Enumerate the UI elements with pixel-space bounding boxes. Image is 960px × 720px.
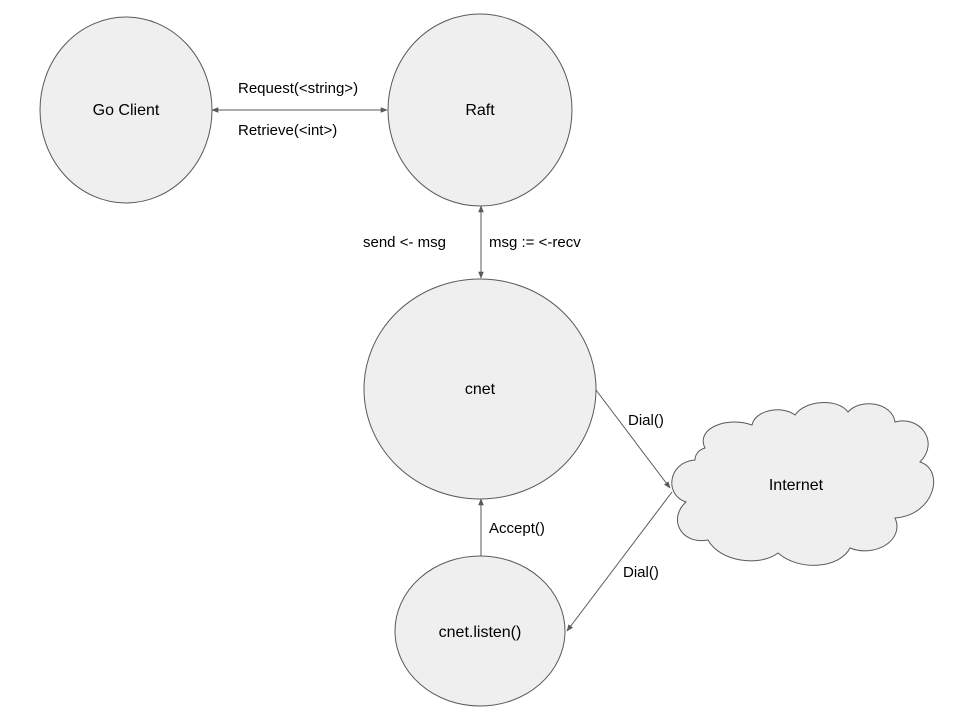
- node-cnet-listen-label: cnet.listen(): [439, 624, 522, 641]
- edge-cnet-internet: [595, 389, 671, 489]
- node-internet-label: Internet: [769, 477, 824, 494]
- edge-label-send: send <- msg: [363, 234, 446, 251]
- node-go-client: Go Client: [39, 16, 213, 204]
- node-raft: Raft: [387, 13, 573, 207]
- node-cnet-label: cnet: [465, 381, 496, 398]
- cloud-icon: [671, 402, 935, 566]
- node-go-client-label: Go Client: [93, 102, 160, 119]
- edge-internet-listen: [566, 491, 673, 632]
- edge-label-request: Request(<string>): [238, 80, 358, 97]
- node-raft-label: Raft: [465, 102, 495, 119]
- edge-label-dial-in: Dial(): [623, 564, 659, 581]
- node-cnet: cnet: [363, 278, 597, 500]
- edge-label-accept: Accept(): [489, 520, 545, 537]
- node-cnet-listen: cnet.listen(): [394, 555, 566, 707]
- edge-label-dial-out: Dial(): [628, 412, 664, 429]
- node-internet: Internet: [671, 402, 935, 566]
- edge-label-recv: msg := <-recv: [489, 234, 581, 251]
- edge-label-retrieve: Retrieve(<int>): [238, 122, 337, 139]
